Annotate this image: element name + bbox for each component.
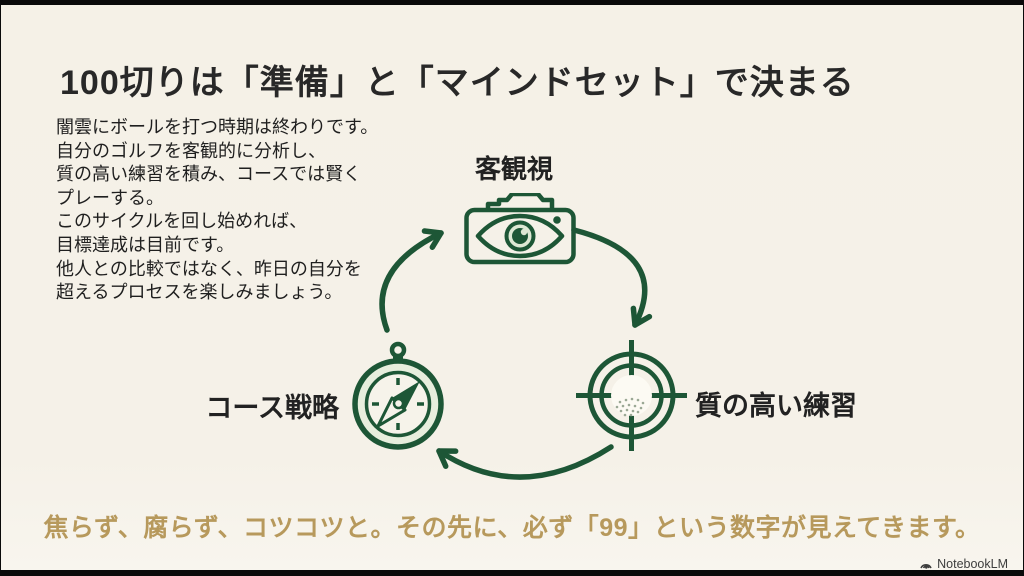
camera-eye-icon: [464, 193, 576, 265]
notebooklm-logo-icon: [920, 564, 932, 569]
slide: 100切りは「準備」と「マインドセット」で決まる 闇雲にボールを打つ時期は終わり…: [1, 5, 1023, 573]
intro-line: このサイクルを回し始めれば、: [56, 211, 308, 232]
footer-message: 焦らず、腐らず、コツコツと。その先に、必ず「99」という数字が見えてきます。: [43, 514, 981, 542]
intro-text: 闇雲にボールを打つ時期は終わりです。 自分のゴルフを客観的に分析し、 質の高い練…: [56, 116, 416, 305]
intro-line: 質の高い練習を積み、コースでは賢く: [56, 164, 362, 185]
intro-line: プレーする。: [56, 187, 164, 208]
cycle-label-quality-practice: 質の高い練習: [695, 391, 857, 421]
target-golf-ball-icon: [576, 340, 687, 451]
intro-line: 闇雲にボールを打つ時期は終わりです。: [56, 117, 379, 137]
compass-icon: [352, 341, 444, 450]
intro-line: 目標達成は目前です。: [56, 234, 235, 255]
arrow-left-to-top: [379, 228, 444, 333]
cycle-label-objectivity: 客観視: [474, 154, 553, 184]
watermark: NotebookLM: [919, 555, 1008, 573]
intro-line: 超えるプロセスを楽しみましょう。: [56, 282, 343, 303]
intro-line: 他人との比較ではなく、昨日の自分を: [56, 258, 362, 279]
watermark-label: NotebookLM: [937, 557, 1008, 571]
cycle-arrows: [379, 227, 653, 480]
arrow-right-to-left: [436, 444, 614, 480]
cycle-label-course-strategy: コース戦略: [205, 393, 339, 423]
intro-line: 自分のゴルフを客観的に分析し、: [56, 140, 326, 161]
arrow-top-to-right: [571, 227, 653, 328]
golf-ball-dimples: [615, 397, 645, 417]
slide-title: 100切りは「準備」と「マインドセット」で決まる: [60, 64, 855, 102]
